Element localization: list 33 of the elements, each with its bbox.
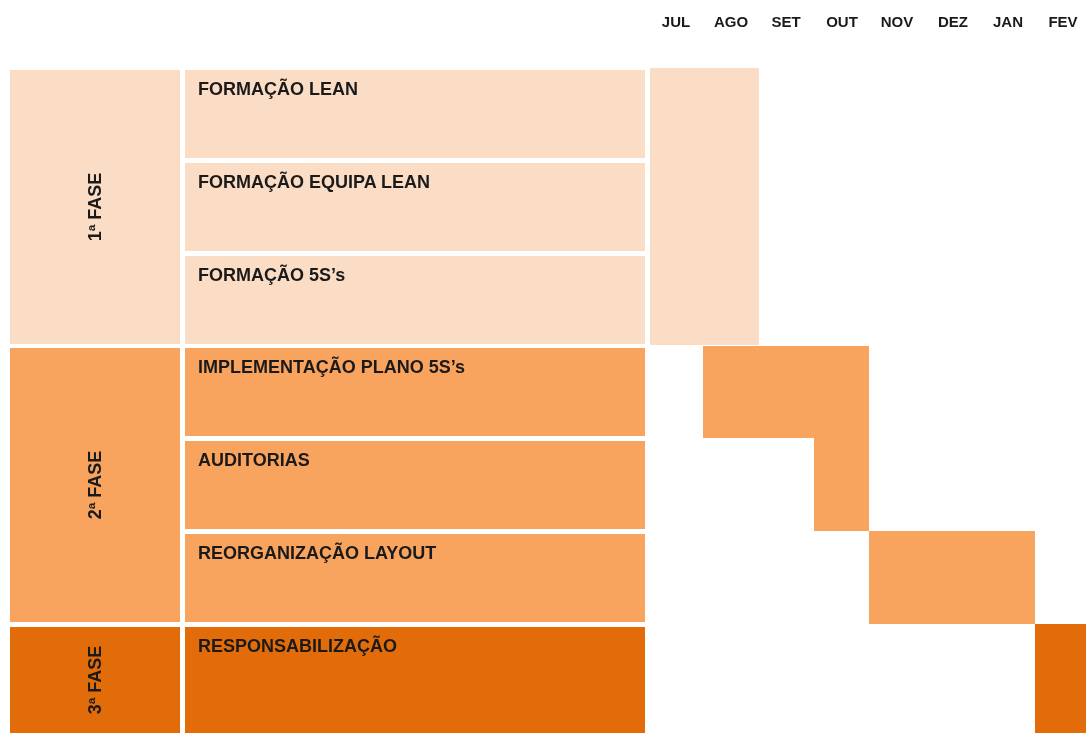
task-box — [185, 163, 645, 251]
task-box — [185, 627, 645, 733]
phase-label: 2ª FASE — [84, 450, 106, 520]
phase-band — [10, 627, 180, 733]
task-label: RESPONSABILIZAÇÃO — [198, 636, 397, 657]
task-label: REORGANIZAÇÃO LAYOUT — [198, 543, 437, 564]
phase-band — [10, 70, 180, 344]
month-label: JAN — [992, 13, 1024, 30]
gantt-bar — [814, 437, 869, 531]
task-label: FORMAÇÃO EQUIPA LEAN — [198, 172, 430, 193]
month-label: OUT — [825, 13, 859, 30]
task-box — [185, 256, 645, 344]
task-label: AUDITORIAS — [198, 450, 310, 471]
task-box — [185, 534, 645, 622]
phase-label: 3ª FASE — [84, 645, 106, 715]
task-label: IMPLEMENTAÇÃO PLANO 5S’s — [198, 357, 466, 378]
month-label: JUL — [660, 13, 692, 30]
gantt-bar — [869, 531, 1035, 624]
gantt-bar — [650, 68, 759, 345]
month-label: FEV — [1047, 13, 1079, 30]
month-label: NOV — [879, 13, 915, 30]
gantt-bar — [703, 346, 869, 438]
month-label: AGO — [712, 13, 750, 30]
task-box — [185, 348, 645, 436]
gantt-bar — [1035, 624, 1086, 733]
phase-band — [10, 348, 180, 622]
task-label: FORMAÇÃO 5S’s — [198, 265, 346, 286]
task-box — [185, 441, 645, 529]
task-box — [185, 70, 645, 158]
month-label: SET — [770, 13, 802, 30]
phase-label: 1ª FASE — [84, 172, 106, 242]
month-label: DEZ — [937, 13, 969, 30]
task-label: FORMAÇÃO LEAN — [198, 79, 358, 100]
